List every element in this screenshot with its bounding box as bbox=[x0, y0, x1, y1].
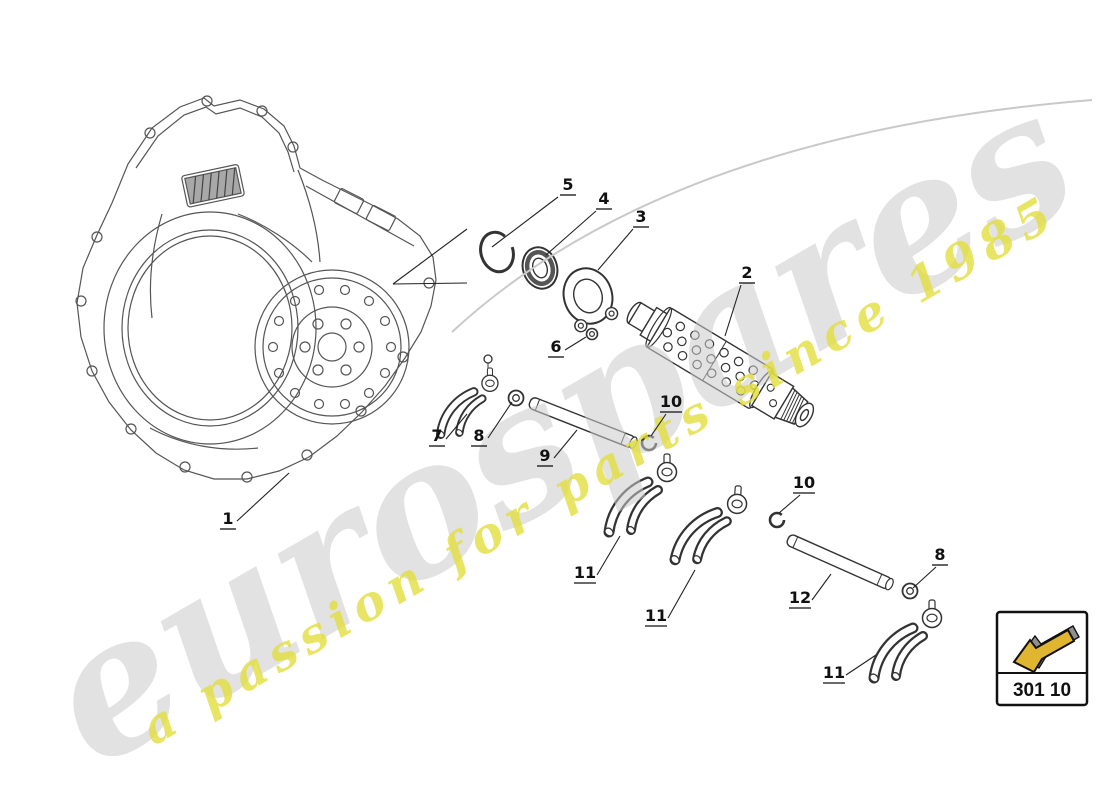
callout-8a: 8 bbox=[471, 401, 513, 447]
callout-label-12: 12 bbox=[789, 588, 811, 607]
vent-grille bbox=[181, 164, 245, 208]
selector-drum-part bbox=[626, 301, 815, 428]
watermark-swoosh bbox=[451, 99, 1093, 333]
callout-11c: 11 bbox=[823, 654, 877, 684]
badge-arrow-icon bbox=[1012, 628, 1076, 674]
circlip-part bbox=[479, 230, 515, 274]
gearbox-housing-drawing bbox=[75, 95, 437, 483]
callout-1: 1 bbox=[220, 472, 290, 530]
bell-opening bbox=[103, 211, 317, 445]
callout-3: 3 bbox=[597, 207, 649, 271]
badge-code-text: 301 10 bbox=[1013, 680, 1071, 701]
callout-12: 12 bbox=[789, 573, 832, 609]
callout-label-6: 6 bbox=[550, 337, 561, 356]
callout-label-1: 1 bbox=[222, 509, 233, 528]
bolt-part bbox=[585, 327, 599, 341]
mating-flange bbox=[254, 269, 410, 425]
guide-flange-part bbox=[562, 267, 619, 333]
washer-a-part bbox=[507, 389, 525, 407]
callout-label-9: 9 bbox=[539, 446, 550, 465]
callout-label-5: 5 bbox=[562, 175, 573, 194]
housing-mount-ears bbox=[75, 95, 435, 483]
callout-11b: 11 bbox=[645, 569, 696, 627]
callout-11a: 11 bbox=[574, 535, 621, 584]
callout-label-11b: 11 bbox=[645, 606, 667, 625]
callout-label-2: 2 bbox=[741, 263, 752, 282]
shaft-seal-part bbox=[521, 246, 559, 290]
callout-8b: 8 bbox=[912, 545, 948, 589]
callout-label-7: 7 bbox=[431, 426, 442, 445]
housing-boss-b bbox=[365, 205, 397, 231]
callout-10a: 10 bbox=[650, 392, 682, 437]
flange-bolt-holes bbox=[267, 284, 397, 410]
install-bracket-lines bbox=[392, 228, 468, 285]
callout-5: 5 bbox=[491, 175, 576, 248]
callout-label-11c: 11 bbox=[823, 663, 845, 682]
callout-label-8a: 8 bbox=[473, 426, 484, 445]
flange-inner-holes bbox=[299, 318, 365, 376]
selector-rod-b-part bbox=[784, 532, 896, 592]
callout-label-4: 4 bbox=[598, 189, 609, 208]
callout-7: 7 bbox=[429, 413, 468, 447]
callout-label-11a: 11 bbox=[574, 563, 596, 582]
housing-ribs bbox=[149, 169, 415, 450]
callout-label-10a: 10 bbox=[660, 392, 682, 411]
callout-label-10b: 10 bbox=[793, 473, 815, 492]
callout-4: 4 bbox=[545, 189, 612, 256]
watermark: eurospares a passion for parts since 198… bbox=[8, 47, 1100, 800]
selector-fork-c-part bbox=[669, 481, 748, 569]
snap-ring-b-part bbox=[768, 511, 786, 529]
callout-label-8b: 8 bbox=[934, 545, 945, 564]
callout-label-3: 3 bbox=[635, 207, 646, 226]
callout-9: 9 bbox=[537, 429, 578, 467]
selector-fork-a-part bbox=[436, 354, 498, 439]
housing-boss-a bbox=[333, 188, 365, 214]
callout-6: 6 bbox=[548, 336, 587, 358]
callout-2: 2 bbox=[724, 263, 755, 337]
callout-10b: 10 bbox=[778, 473, 815, 514]
snap-ring-a-part bbox=[640, 434, 658, 452]
page-code-badge: 301 10 bbox=[995, 610, 1089, 707]
callouts: 5 4 3 6 2 7 8 bbox=[220, 175, 948, 684]
selector-fork-d-part bbox=[868, 600, 941, 684]
